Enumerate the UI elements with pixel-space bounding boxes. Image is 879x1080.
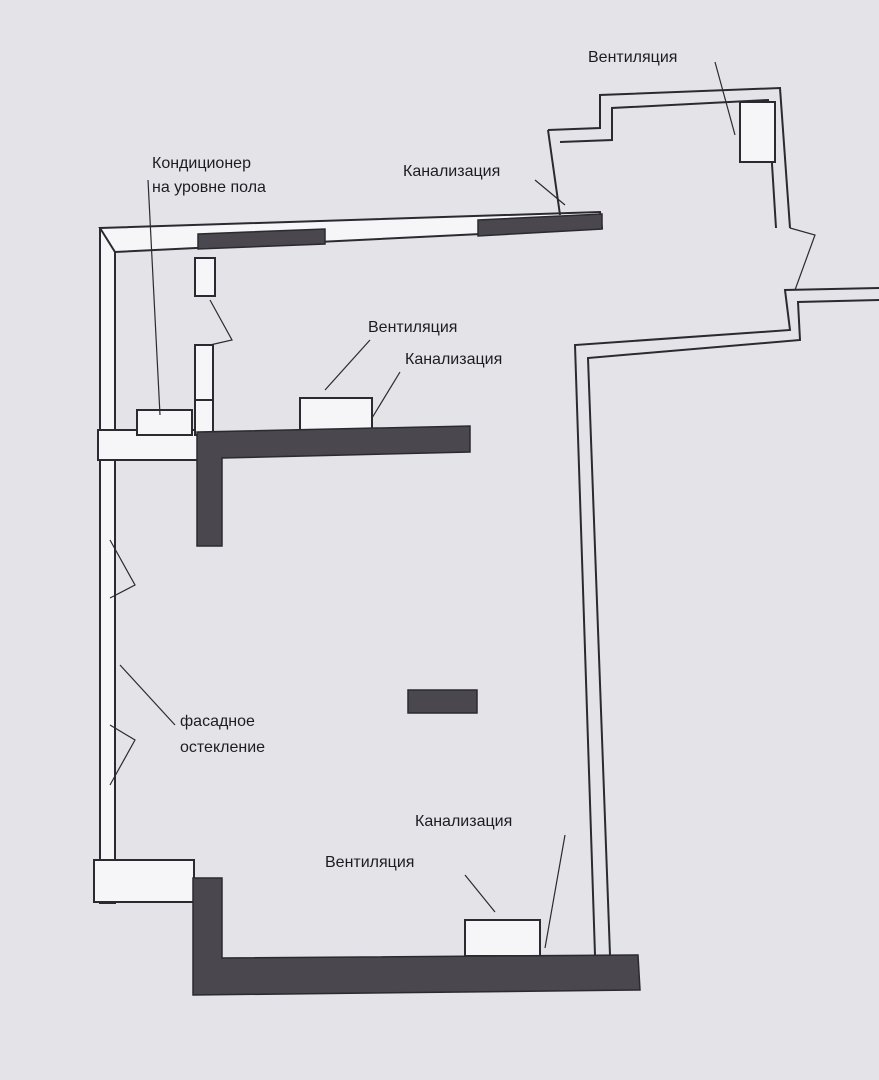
vent-shaft-bottom xyxy=(464,919,541,957)
top-right-room-left-wall xyxy=(547,129,561,216)
label-sewerage-bottom: Канализация xyxy=(415,813,513,830)
label-sewerage-middle: Канализация xyxy=(405,351,503,368)
leader-conditioner xyxy=(147,179,161,416)
label-sewerage-top: Канализация xyxy=(403,163,501,180)
leader-vent-middle xyxy=(324,339,371,391)
partition-top xyxy=(194,257,216,297)
top-right-room-wall xyxy=(547,86,791,229)
label-conditioner-line1: Кондиционер xyxy=(152,155,251,172)
window-swing-2 xyxy=(109,724,136,786)
central-l-wall xyxy=(196,425,471,547)
top-wall-dark-segment-1 xyxy=(197,228,326,250)
label-facade-line1: фасадное xyxy=(180,713,255,730)
central-column xyxy=(407,689,478,714)
vent-shaft-top-right xyxy=(739,101,776,163)
window-swing-1 xyxy=(109,539,136,599)
left-corner-bottom xyxy=(93,859,195,903)
right-wall-inner xyxy=(586,299,879,956)
label-ventilation-bottom: Вентиляция xyxy=(325,854,415,871)
leader-kanal-middle xyxy=(371,371,401,419)
vent-shaft-middle xyxy=(299,397,373,431)
right-wall xyxy=(573,287,879,956)
leader-kanal-top xyxy=(534,179,566,206)
leader-kanal-bottom xyxy=(544,834,566,949)
left-facade-wall xyxy=(99,227,116,904)
label-ventilation-top-right: Вентиляция xyxy=(588,49,678,66)
partition-low xyxy=(194,399,214,436)
label-conditioner-line2: на уровне пола xyxy=(152,179,266,196)
leader-vent-bottom xyxy=(464,874,496,913)
door-swing-right xyxy=(789,227,816,291)
leader-vent-top-right xyxy=(714,61,736,136)
bottom-l-wall xyxy=(192,877,641,996)
conditioner-box xyxy=(136,409,193,436)
top-wall-dark-segment-2 xyxy=(477,213,603,237)
partition-mid xyxy=(194,344,214,401)
door-swing-top xyxy=(209,299,233,346)
label-facade-line2: остекление xyxy=(180,739,266,756)
leader-facade xyxy=(119,664,176,726)
label-ventilation-middle: Вентиляция xyxy=(368,319,458,336)
